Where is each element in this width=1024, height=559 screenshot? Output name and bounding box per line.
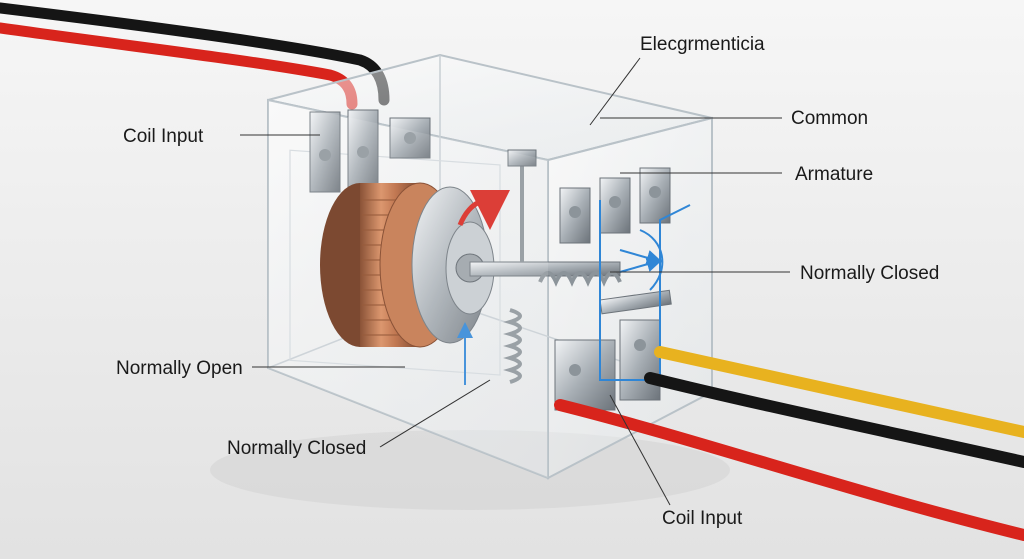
- label-armature: Armature: [795, 164, 873, 185]
- label-coil-input-bottom: Coil Input: [662, 508, 743, 529]
- label-common: Common: [791, 108, 868, 129]
- armature: [469, 149, 672, 384]
- coil-terminals-top: [309, 109, 431, 193]
- label-electromagnet: Elecgrmenticia: [640, 34, 765, 55]
- contact-terminals: [554, 167, 671, 411]
- label-coil-input-top: Coil Input: [123, 126, 204, 147]
- rotation-arrow-icon: [457, 189, 510, 230]
- wires-bottom-right: [554, 346, 1024, 541]
- label-normally-open: Normally Open: [116, 358, 243, 379]
- leader-coil-input-bottom: [609, 394, 671, 506]
- leader-lines: [240, 57, 790, 506]
- return-spring: [538, 271, 622, 287]
- label-normally-closed-right: Normally Closed: [800, 263, 939, 284]
- vertical-spring: [503, 308, 522, 384]
- label-normally-closed-bottom: Normally Closed: [227, 438, 366, 459]
- callout-labels: Elecgrmenticia Common Coil Input Armatur…: [116, 34, 939, 529]
- leader-electromagnet: [589, 57, 641, 126]
- leader-normally-closed-bottom: [379, 379, 491, 448]
